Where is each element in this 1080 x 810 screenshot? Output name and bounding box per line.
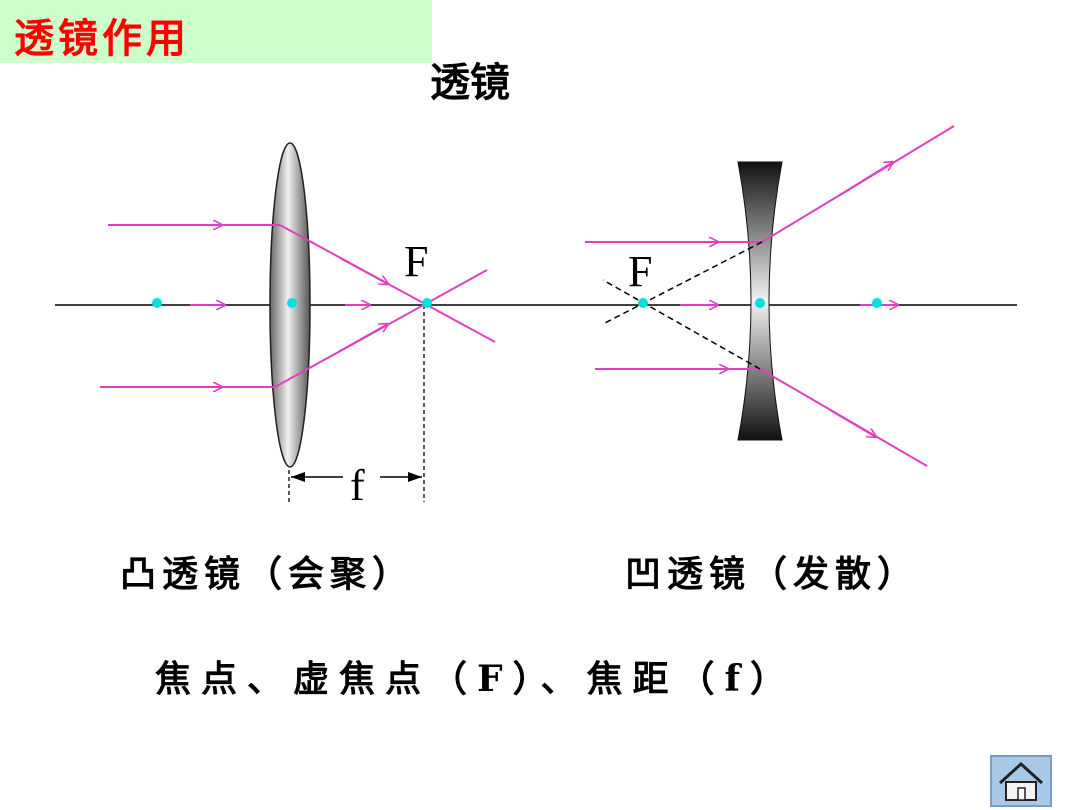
- concave-lens-caption: 凹透镜（发散）: [625, 553, 920, 595]
- focal-length-label: f: [350, 461, 365, 510]
- concave-ray-bottom-out-arrow: [829, 409, 876, 437]
- home-button[interactable]: [990, 755, 1052, 807]
- concave-center-point: [755, 298, 765, 308]
- virtual-ray-top: [602, 241, 763, 325]
- concave-ray-top-out-arrow: [839, 162, 893, 196]
- convex-lens-caption: 凸透镜（会聚）: [120, 553, 415, 595]
- convex-focus-point: [422, 298, 432, 308]
- title-banner: 透镜作用: [0, 0, 432, 63]
- concave-focus-point: [638, 298, 648, 308]
- virtual-ray-bottom: [602, 279, 761, 370]
- convex-ray-bottom-out-arrow: [339, 324, 388, 352]
- home-icon: [998, 761, 1044, 801]
- concave-focus-label: F: [628, 247, 652, 296]
- focal-length-arrowhead-left: [291, 472, 305, 482]
- slide-heading: 透镜: [430, 59, 510, 106]
- axis-points: [152, 298, 882, 308]
- focal-length-arrowhead-right: [408, 472, 422, 482]
- convex-ray-top-out-arrow: [339, 257, 388, 284]
- convex-center-point: [287, 298, 297, 308]
- slide-title: 透镜作用: [14, 15, 190, 62]
- concave-rays: [585, 125, 955, 467]
- terminology-text: 焦点、虚焦点（F）、焦距（f）: [155, 658, 797, 700]
- concave-far-point: [872, 298, 882, 308]
- convex-rays: [100, 225, 496, 387]
- convex-2f-point: [152, 298, 162, 308]
- convex-focus-label: F: [404, 237, 428, 286]
